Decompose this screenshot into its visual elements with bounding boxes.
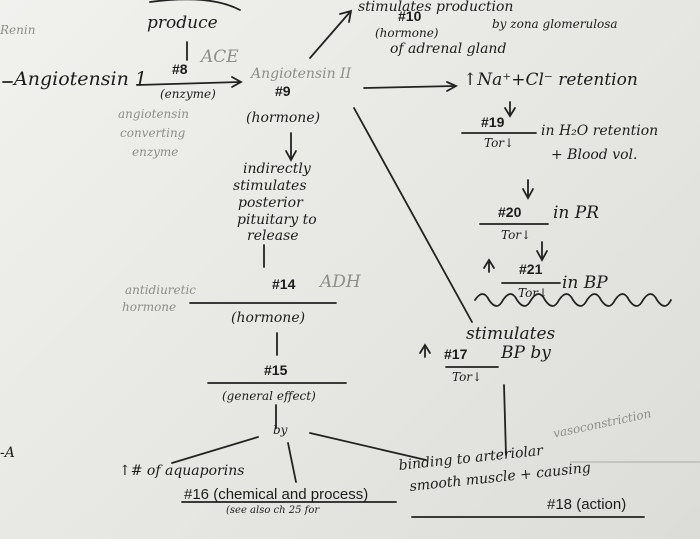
ace-full-line2: converting	[120, 126, 186, 140]
by-zona-label: by zona glomerulosa	[492, 17, 618, 31]
h2o-retention-label: in H₂O retention	[541, 123, 659, 139]
indirectly-line4: pituitary to	[237, 212, 317, 228]
stimulates-production-label: stimulates production	[358, 0, 514, 15]
in-pr-label: in PR	[553, 203, 600, 223]
see-also-label: (see also ch 25 for	[226, 505, 320, 516]
antidiuretic-line1: antidiuretic	[125, 283, 197, 297]
ace-label: ACE	[201, 47, 239, 67]
left-a-label: -A	[0, 445, 15, 461]
indirectly-line2: stimulates	[233, 178, 307, 194]
stimulates-line1: stimulates	[466, 324, 556, 344]
to-na-arrow	[363, 85, 456, 89]
stimulates-line2: BP by	[501, 343, 551, 363]
antidiuretic-line2: hormone	[122, 300, 177, 314]
n21-label: #21	[519, 261, 543, 277]
na-cl-retention-label: ↑Na⁺+Cl⁻ retention	[463, 70, 638, 90]
renin-label: Renin	[0, 23, 36, 37]
hormone-b-label: (hormone)	[375, 26, 439, 40]
n20-label: #20	[498, 204, 522, 220]
n8-label: #8	[172, 61, 188, 77]
squiggle-line	[474, 293, 672, 307]
hormone-a-label: (hormone)	[246, 110, 321, 126]
indirectly-line3: posterior	[238, 195, 303, 211]
angiotensin1-label: Angiotensin 1	[14, 68, 147, 90]
enzyme-label: (enzyme)	[160, 87, 216, 101]
n21-sub: Tor↓	[518, 286, 549, 300]
general-effect-label: (general effect)	[222, 389, 316, 403]
of-adrenal-label: of adrenal gland	[390, 41, 507, 57]
blood-vol-label: + Blood vol.	[551, 147, 638, 163]
top-curve	[149, 0, 241, 11]
indirectly-line5: release	[247, 228, 299, 244]
n9-label: #9	[275, 83, 291, 99]
n17-label: #17	[444, 346, 468, 362]
a2-bp-line	[353, 107, 473, 323]
to-stimulates-line	[309, 11, 351, 59]
hormone-c-label: (hormone)	[231, 310, 306, 326]
aquaporins-label: ↑# of aquaporins	[119, 463, 245, 479]
ace-full-line1: angiotensin	[118, 107, 190, 121]
n10-label: #10	[398, 8, 422, 24]
a1-a2-line	[136, 81, 241, 86]
n19-sub: Tor↓	[484, 136, 515, 150]
adh-label: ADH	[320, 272, 361, 292]
n15-label: #15	[264, 362, 288, 378]
n17-sub: Tor↓	[452, 370, 483, 384]
n20-sub: Tor↓	[501, 228, 532, 242]
n18-label: #18 (action)	[547, 496, 627, 513]
in-bp-label: in BP	[562, 273, 608, 293]
ace-full-line3: enzyme	[132, 145, 179, 159]
angiotensin2-label: Angiotensin II	[251, 66, 352, 82]
n14-label: #14	[272, 276, 296, 292]
n16-label: #16 (chemical and process)	[184, 486, 369, 503]
by-label: by	[273, 423, 288, 437]
n19-label: #19	[481, 114, 505, 130]
produce-label: produce	[147, 13, 218, 33]
indirectly-line1: indirectly	[243, 161, 311, 177]
